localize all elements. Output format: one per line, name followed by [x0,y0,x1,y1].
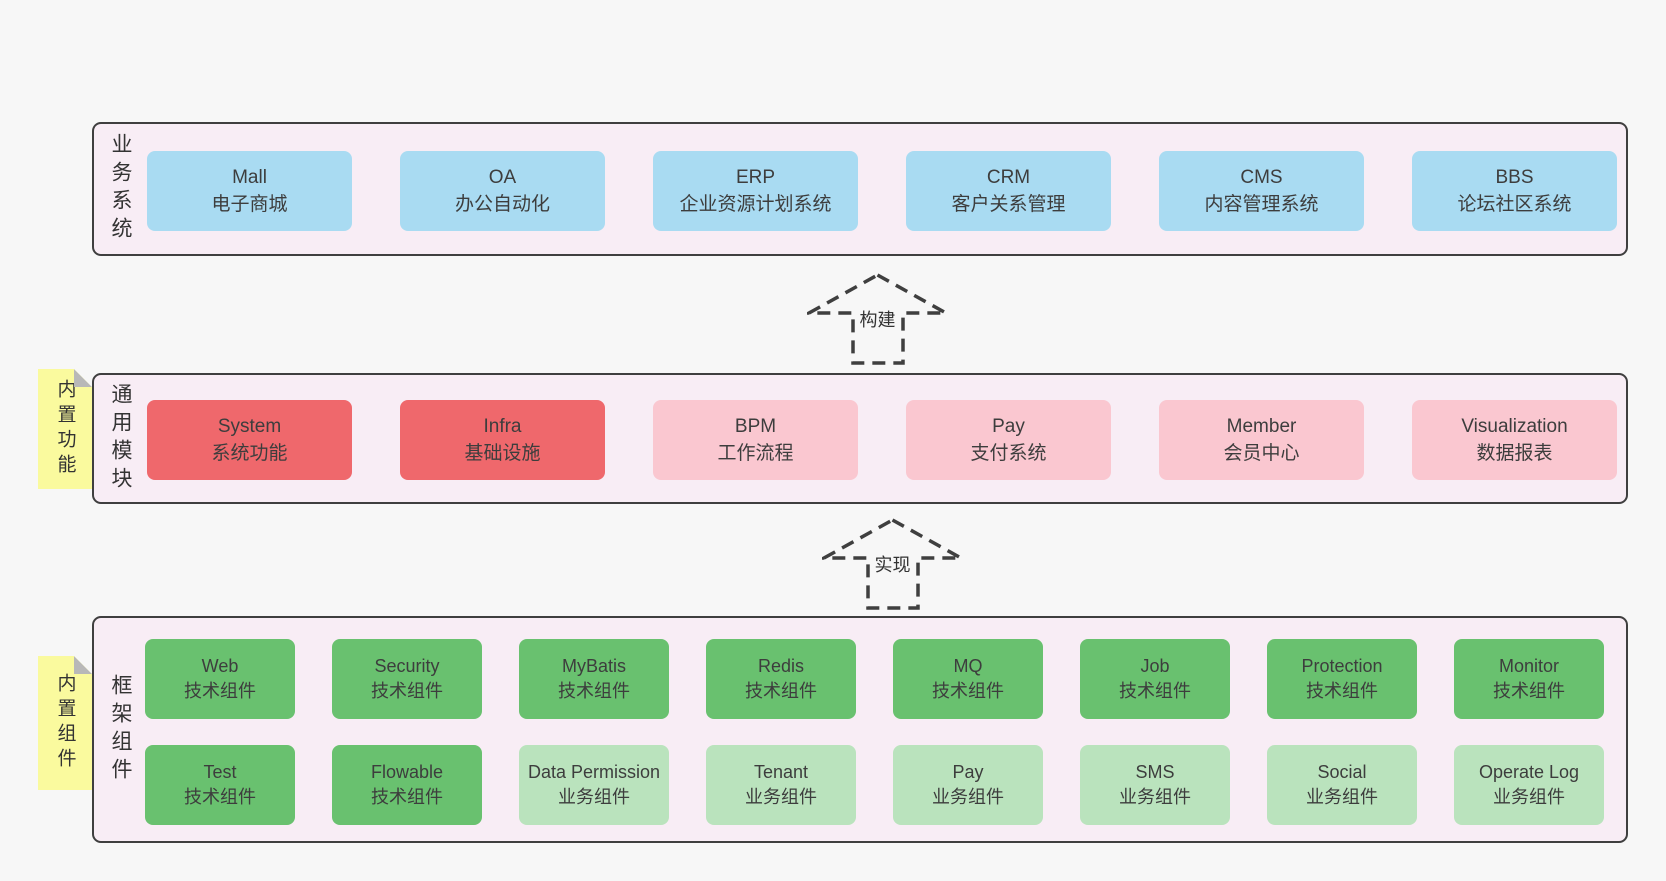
box-test: Test 技术组件 [145,745,295,825]
band-common-modules: 通用模块 System 系统功能 Infra 基础设施 BPM 工作流程 Pay… [92,373,1628,504]
band-label-common-modules: 通用模块 [109,382,132,495]
band-label-framework-components: 框架组件 [109,673,132,786]
box-subtitle: 技术组件 [1119,681,1191,701]
box-bpm: BPM 工作流程 [653,400,858,480]
box-title: BBS [1495,167,1534,188]
box-title: SMS [1135,762,1175,782]
box-title: Data Permission [527,762,661,782]
box-title: Social [1317,762,1367,782]
box-mybatis: MyBatis 技术组件 [519,639,669,719]
box-cms: CMS 内容管理系统 [1159,151,1364,231]
box-redis: Redis 技术组件 [706,639,856,719]
box-subtitle: 客户关系管理 [951,194,1066,215]
box-subtitle: 系统功能 [211,443,288,464]
box-subtitle: 业务组件 [745,787,817,807]
box-title: BPM [734,416,777,437]
box-pay: Pay 支付系统 [906,400,1111,480]
box-subtitle: 论坛社区系统 [1457,194,1572,215]
box-flowable: Flowable 技术组件 [332,745,482,825]
box-title: Mall [232,167,267,188]
box-subtitle: 支付系统 [970,443,1047,464]
box-subtitle: 技术组件 [1306,681,1378,701]
box-system: System 系统功能 [147,400,352,480]
box-subtitle: 技术组件 [371,787,443,807]
box-subtitle: 工作流程 [717,443,794,464]
box-social: Social 业务组件 [1267,745,1417,825]
sticky-note-built-in-components: 内置组件 [38,656,92,790]
box-title: Redis [757,656,805,676]
box-title: MyBatis [561,656,626,676]
box-title: Protection [1301,656,1383,676]
box-subtitle: 企业资源计划系统 [679,194,832,215]
box-title: CRM [986,167,1031,188]
box-title: ERP [735,167,776,188]
box-title: Operate Log [1478,762,1580,782]
box-operate-log: Operate Log 业务组件 [1454,745,1604,825]
dashed-up-arrow-icon [822,518,963,610]
implement-arrow-label: 实现 [870,550,915,578]
box-subtitle: 技术组件 [558,681,630,701]
box-mall: Mall 电子商城 [147,151,352,231]
box-crm: CRM 客户关系管理 [906,151,1111,231]
box-subtitle: 业务组件 [1306,787,1378,807]
band-business-systems: 业务系统 Mall 电子商城 OA 办公自动化 ERP 企业资源计划系统 CRM… [92,122,1628,256]
box-data-permission: Data Permission 业务组件 [519,745,669,825]
box-subtitle: 电子商城 [211,194,288,215]
box-job: Job 技术组件 [1080,639,1230,719]
box-subtitle: 数据报表 [1476,443,1553,464]
box-subtitle: 技术组件 [1493,681,1565,701]
box-subtitle: 业务组件 [932,787,1004,807]
box-visualization: Visualization 数据报表 [1412,400,1617,480]
box-subtitle: 基础设施 [464,443,541,464]
box-title: Flowable [370,762,444,782]
box-infra: Infra 基础设施 [400,400,605,480]
box-title: Security [374,656,440,676]
box-title: Pay [992,416,1025,437]
box-subtitle: 技术组件 [184,787,256,807]
box-subtitle: 技术组件 [184,681,256,701]
box-title: Pay [952,762,984,782]
box-subtitle: 内容管理系统 [1204,194,1319,215]
box-mq: MQ 技术组件 [893,639,1043,719]
box-subtitle: 技术组件 [745,681,817,701]
box-protection: Protection 技术组件 [1267,639,1417,719]
box-title: Job [1140,656,1170,676]
box-subtitle: 技术组件 [932,681,1004,701]
box-title: Monitor [1498,656,1560,676]
box-title: CMS [1240,167,1283,188]
box-monitor: Monitor 技术组件 [1454,639,1604,719]
box-subtitle: 业务组件 [1119,787,1191,807]
box-subtitle: 业务组件 [1493,787,1565,807]
build-arrow: 构建 [807,273,948,365]
box-tenant: Tenant 业务组件 [706,745,856,825]
box-pay-biz: Pay 业务组件 [893,745,1043,825]
box-title: Visualization [1461,416,1568,437]
band-framework-components: 框架组件 Web 技术组件 Security 技术组件 MyBatis 技术组件… [92,616,1628,843]
box-erp: ERP 企业资源计划系统 [653,151,858,231]
box-title: OA [488,167,517,188]
box-title: Test [203,762,237,782]
box-title: Tenant [753,762,809,782]
box-member: Member 会员中心 [1159,400,1364,480]
dashed-up-arrow-icon [807,273,948,365]
box-title: Member [1226,416,1297,437]
box-title: Infra [483,416,522,437]
box-subtitle: 办公自动化 [454,194,550,215]
box-subtitle: 技术组件 [371,681,443,701]
box-web: Web 技术组件 [145,639,295,719]
implement-arrow: 实现 [822,518,963,610]
box-subtitle: 业务组件 [558,787,630,807]
box-security: Security 技术组件 [332,639,482,719]
box-oa: OA 办公自动化 [400,151,605,231]
box-title: MQ [953,656,983,676]
box-title: System [217,416,282,437]
sticky-note-built-in-features: 内置功能 [38,369,92,489]
band-label-business-systems: 业务系统 [109,133,132,245]
box-sms: SMS 业务组件 [1080,745,1230,825]
build-arrow-label: 构建 [855,305,900,333]
box-title: Web [201,656,239,676]
box-subtitle: 会员中心 [1223,443,1300,464]
box-bbs: BBS 论坛社区系统 [1412,151,1617,231]
